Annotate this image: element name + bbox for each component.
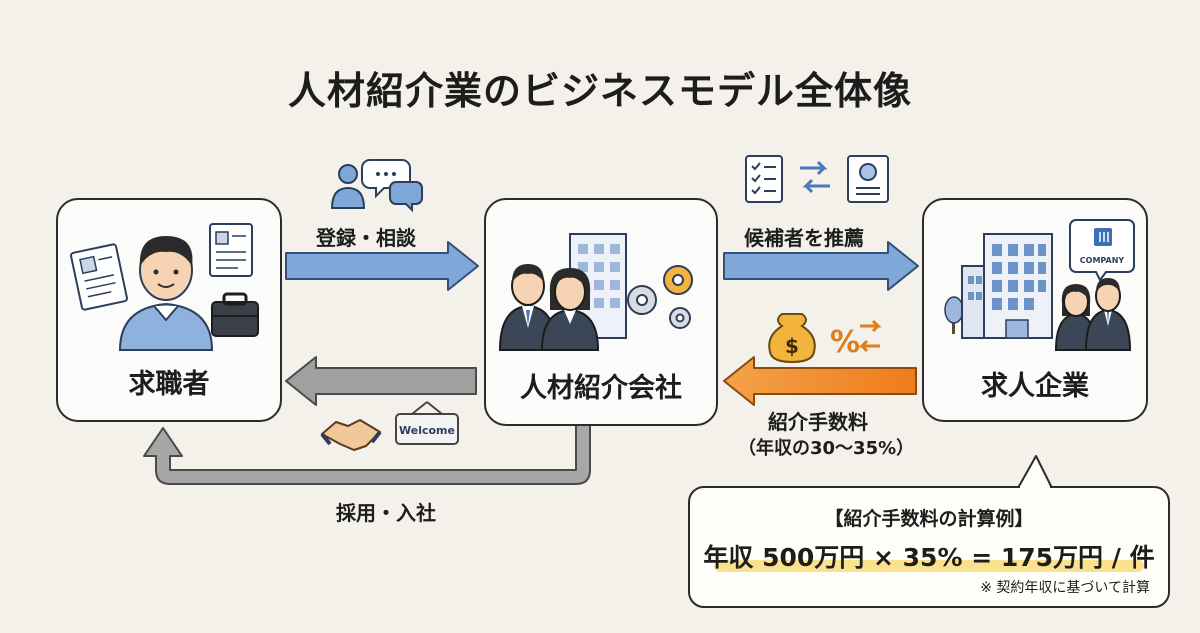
- fee-label: 紹介手数料: [768, 410, 868, 434]
- fee-calculation-callout: 【紹介手数料の計算例】 年収 500万円 × 35% = 175万円 / 件 ※…: [688, 486, 1170, 608]
- job-seeker-person: [118, 236, 214, 351]
- formula-highlight: [714, 560, 1144, 572]
- company-label: 求人企業: [981, 371, 1089, 402]
- welcome-sign-icon: Welcome: [395, 401, 459, 445]
- fee-icons: $ %: [768, 313, 882, 364]
- company-sign-text: COMPANY: [1080, 256, 1125, 265]
- consult-icon: [330, 159, 423, 213]
- percent-sign: %: [830, 325, 860, 360]
- job-seeker-illustration: [70, 223, 259, 351]
- handshake-icon: [320, 419, 382, 451]
- welcome-text: Welcome: [399, 424, 455, 437]
- callout-formula: 年収 500万円 × 35% = 175万円 / 件: [703, 543, 1155, 572]
- briefcase-icon: [211, 292, 259, 337]
- gear-icon: [627, 265, 693, 329]
- profile-sheet-icon: [209, 223, 253, 277]
- register-label: 登録・相談: [316, 226, 416, 250]
- register-arrow: [285, 241, 479, 291]
- callout-heading: 【紹介手数料の計算例】: [824, 508, 1034, 530]
- recommend-label: 候補者を推薦: [744, 226, 864, 250]
- tree-icon: [944, 296, 964, 334]
- hire-arrow: [143, 423, 591, 485]
- company-illustration: COMPANY: [944, 219, 1135, 351]
- recommend-arrow: [723, 241, 919, 291]
- fee-rate-label: （年収の30〜35%）: [738, 438, 915, 459]
- return-arrow: [285, 356, 477, 406]
- company-logo-icon: COMPANY: [1069, 219, 1135, 282]
- consultant-woman: [540, 268, 600, 351]
- agency-label: 人材紹介会社: [520, 373, 682, 404]
- job-seeker-box: 求職者: [56, 198, 282, 422]
- callout-pointer: [1017, 455, 1053, 489]
- callout-note: ※ 契約年収に基づいて計算: [980, 580, 1150, 596]
- hire-label: 採用・入社: [336, 501, 436, 525]
- fee-arrow: [723, 356, 917, 406]
- company-man: [1084, 278, 1132, 351]
- company-woman: [1054, 284, 1098, 351]
- agency-box: 人材紹介会社: [484, 198, 718, 426]
- job-seeker-label: 求職者: [128, 369, 210, 400]
- callout-seam: [1020, 486, 1050, 489]
- company-building-icon: [961, 233, 1053, 339]
- company-box: COMPANY 求人企業: [922, 198, 1148, 422]
- recommend-icons: [745, 155, 889, 203]
- dollar-sign: $: [785, 334, 799, 358]
- page-title: 人材紹介業のビジネスモデル全体像: [287, 69, 912, 113]
- agency-illustration: [498, 233, 693, 351]
- resume-icon: [70, 243, 128, 311]
